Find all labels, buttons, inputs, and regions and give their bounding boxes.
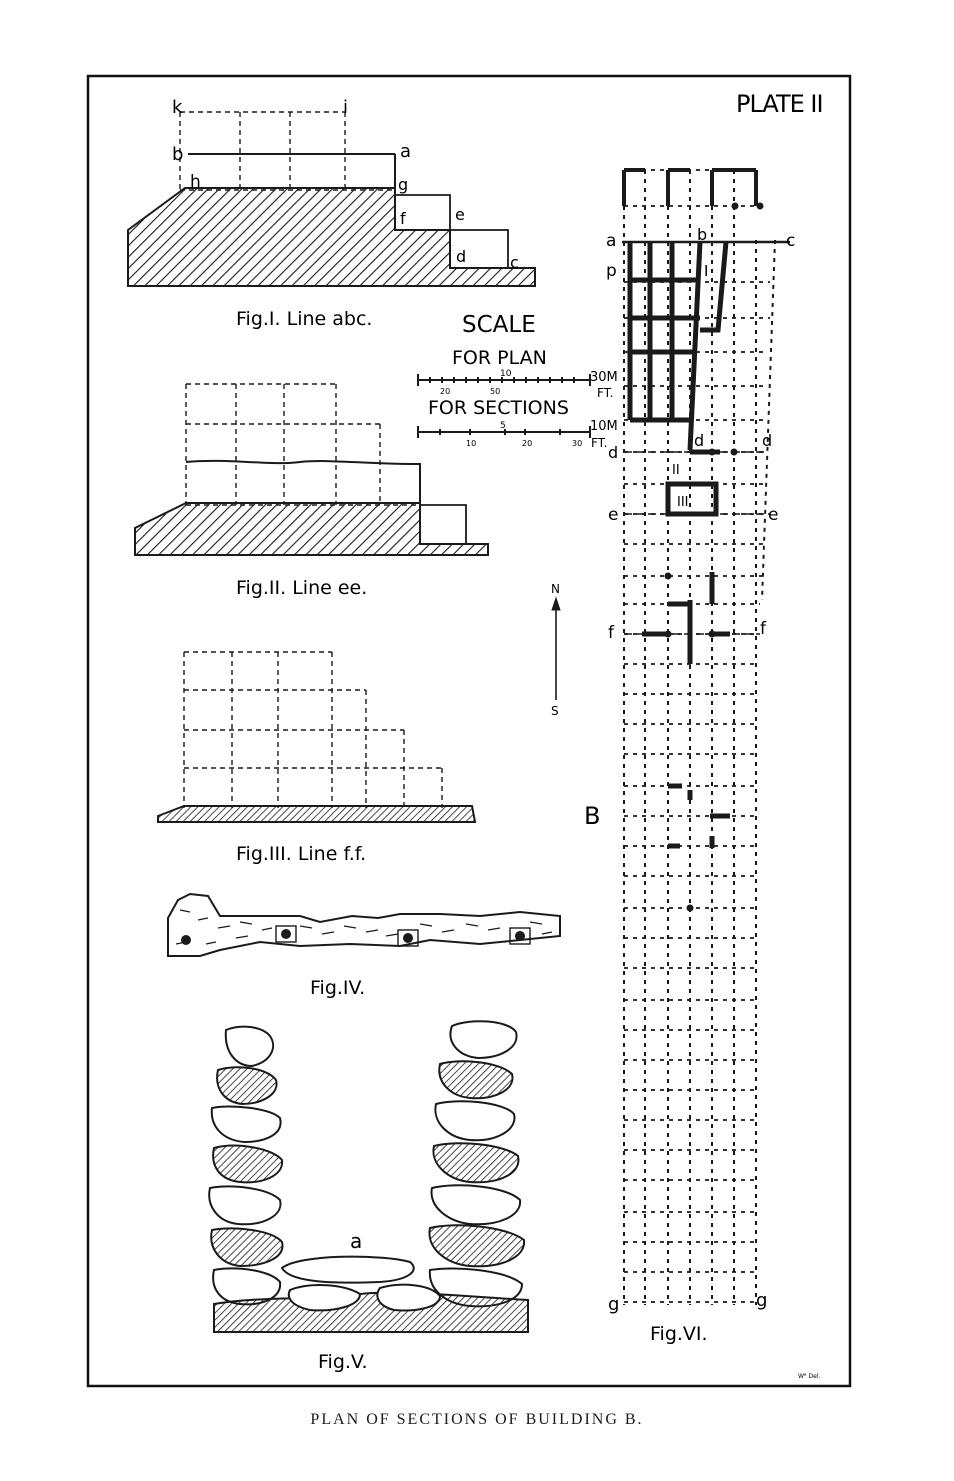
compass-south-letter: S [551, 704, 559, 718]
fig1-letter-b: b [172, 144, 183, 165]
scale-sections-tick-10: 10 [466, 439, 476, 448]
fig5-label: Fig.V. [318, 1351, 368, 1373]
fig6-letter-a: a [606, 231, 616, 251]
fig1-letter-h: h [190, 172, 201, 192]
fig6-room-III: III [677, 495, 689, 510]
scale-sections-label: FOR SECTIONS [428, 397, 569, 419]
fig1-section [127, 111, 536, 287]
scale-plan-bar [417, 374, 591, 386]
scale-sections-bar [417, 426, 591, 438]
scale-plan-ft-tick-20: 20 [440, 387, 450, 396]
fig6-letter-g-left: g [608, 1294, 619, 1315]
fig6-room-I: I [704, 262, 708, 280]
fig1-letter-i: i [343, 97, 348, 118]
north-arrow [551, 596, 561, 700]
scale-title: SCALE [462, 312, 536, 338]
scale-sections-tick-5: 5 [500, 421, 506, 431]
fig1-letter-e: e [455, 205, 465, 224]
scale-plan-label: FOR PLAN [452, 347, 547, 369]
fig6-letter-d-right: d [762, 431, 772, 450]
fig5-letter-a: a [350, 1229, 362, 1253]
fig6-letter-f-right: f [760, 619, 767, 639]
fig1-letter-d: d [456, 247, 466, 266]
fig1-letter-g: g [398, 175, 408, 194]
fig1-label: Fig.I. Line abc. [236, 308, 372, 330]
fig6-plan [622, 168, 790, 1305]
fig6-letter-d-left: d [608, 443, 618, 462]
fig1-letter-c: c [510, 253, 519, 272]
fig6-room-II: II [672, 463, 680, 478]
fig1-letter-a: a [400, 141, 411, 162]
fig4-label: Fig.IV. [310, 977, 365, 999]
scale-sections-units-ft: FT. [591, 436, 607, 450]
plate-caption: PLAN OF SECTIONS OF BUILDING B. [310, 1411, 644, 1428]
fig3-label: Fig.III. Line f.f. [236, 843, 366, 865]
scale-sections-tick-30: 30 [572, 439, 582, 448]
fig2-label: Fig.II. Line ee. [236, 577, 367, 599]
scale-plan-units-m: 30M [590, 370, 618, 385]
plate-title: PLATE II [736, 90, 823, 118]
scale-plan-units-ft: FT. [597, 386, 613, 400]
fig1-letter-k: k [172, 97, 183, 118]
scale-sections-units-m: 10M [590, 419, 618, 434]
fig1-letter-f: f [400, 209, 406, 228]
scale-plan-ft-tick-50: 50 [490, 387, 500, 396]
fig3-section [157, 651, 477, 823]
fig4-wall-section [167, 892, 561, 957]
scale-plan-tick-10: 10 [500, 369, 512, 379]
plate-border [86, 74, 852, 1388]
compass-north-letter: N [551, 582, 560, 596]
fig6-letter-f-left: f [608, 623, 615, 643]
artist-mark: Wᴿ Del. [798, 1373, 820, 1380]
fig6-letter-d-mid: d [694, 431, 704, 450]
fig2-section [134, 383, 489, 556]
fig6-letter-e-left: e [608, 505, 618, 525]
fig6-letter-e-right: e [768, 505, 778, 525]
fig6-building-letter: B [584, 802, 600, 830]
scale-sections-tick-20: 20 [522, 439, 532, 448]
fig6-letter-b: b [697, 225, 707, 244]
fig6-letter-p: p [606, 261, 617, 281]
fig5-doorway-drawing [208, 1020, 529, 1333]
fig6-label: Fig.VI. [650, 1323, 708, 1345]
fig6-letter-c: c [786, 231, 795, 251]
scale-block: SCALE FOR PLAN 10 30M FT. 20 50 FOR SECT… [417, 312, 618, 450]
fig6-letter-g-right: g [756, 1290, 767, 1311]
